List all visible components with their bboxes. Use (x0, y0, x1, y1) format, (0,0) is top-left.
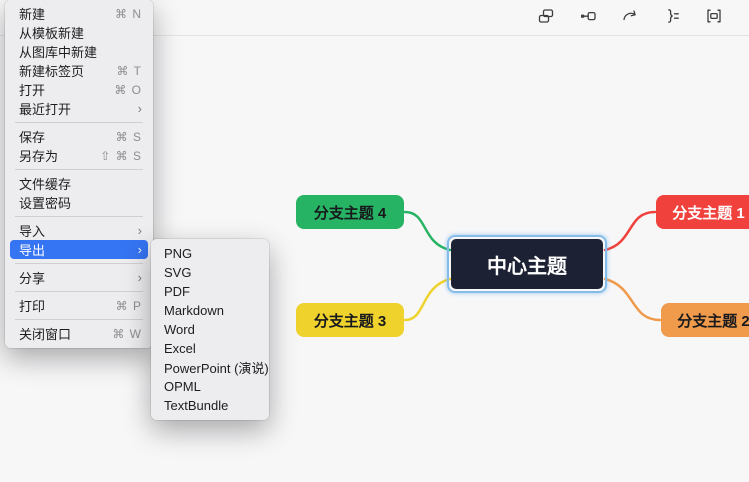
menu-item-file-cache[interactable]: 文件缓存 (19, 177, 72, 192)
menu-item-new-from-template[interactable]: 从模板新建 (19, 26, 85, 41)
branch-topic-1-label: 分支主题 1 (672, 204, 745, 222)
menu-item-new-from-gallery[interactable]: 从图库中新建 (19, 45, 98, 60)
branch-topic-1-node[interactable]: 分支主题 1 (656, 195, 749, 229)
insert-topic-icon (537, 7, 555, 28)
insert-topic-button[interactable] (537, 9, 555, 27)
branch-topic-2-node[interactable]: 分支主题 2 (661, 303, 749, 337)
menu-separator (15, 216, 143, 217)
focus-mode-button[interactable] (705, 9, 723, 27)
submenu-arrow-icon: › (137, 223, 142, 238)
insert-subtopic-icon (579, 7, 597, 28)
connector-branch-2 (603, 277, 662, 322)
submenu-arrow-icon: › (137, 242, 142, 257)
menu-item-new-tab[interactable]: 新建标签页 ⌘ T (19, 63, 142, 80)
menu-item-set-password[interactable]: 设置密码 (19, 196, 72, 211)
focus-mode-icon (705, 7, 723, 28)
menu-separator (15, 169, 143, 170)
connector-branch-3 (403, 277, 452, 322)
branch-topic-2-label: 分支主题 2 (677, 312, 749, 330)
submenu-item-word[interactable]: Word (164, 322, 195, 337)
menu-item-new[interactable]: 新建 ⌘ N (19, 6, 142, 23)
submenu-item-svg[interactable]: SVG (164, 265, 192, 280)
submenu-item-excel[interactable]: Excel (164, 341, 196, 356)
menu-item-export[interactable]: 导出 › (10, 240, 148, 259)
export-submenu: PNG SVG PDF Markdown Word Excel PowerPoi… (151, 239, 269, 420)
redo-arrow-icon (621, 7, 639, 28)
summary-icon (663, 7, 681, 28)
menu-separator (15, 122, 143, 123)
menu-separator (15, 263, 143, 264)
branch-topic-4-node[interactable]: 分支主题 4 (296, 195, 404, 229)
menu-item-print[interactable]: 打印 ⌘ P (19, 298, 142, 315)
file-menu: 新建 ⌘ N 从模板新建 从图库中新建 新建标签页 ⌘ T 打开 ⌘ O 最近打… (5, 0, 153, 348)
branch-topic-4-label: 分支主题 4 (313, 204, 387, 222)
submenu-arrow-icon: › (137, 101, 142, 116)
menu-item-import[interactable]: 导入 › (19, 223, 142, 239)
menu-item-save[interactable]: 保存 ⌘ S (19, 129, 142, 146)
submenu-item-markdown[interactable]: Markdown (164, 303, 224, 318)
submenu-item-textbundle[interactable]: TextBundle (164, 398, 229, 413)
insert-subtopic-button[interactable] (579, 9, 597, 27)
center-topic-node[interactable]: 中心主题 (451, 239, 603, 289)
connector-branch-1 (603, 210, 657, 252)
summary-button[interactable] (663, 9, 681, 27)
menu-item-open[interactable]: 打开 ⌘ O (19, 82, 142, 99)
redo-button[interactable] (621, 9, 639, 27)
submenu-item-opml[interactable]: OPML (164, 379, 201, 394)
submenu-item-png[interactable]: PNG (164, 246, 193, 261)
menu-item-share[interactable]: 分享 › (19, 270, 142, 286)
menu-separator (15, 319, 143, 320)
menu-item-close-window[interactable]: 关闭窗口 ⌘ W (19, 326, 142, 343)
submenu-item-powerpoint[interactable]: PowerPoint (演说) (164, 361, 269, 376)
menu-item-save-as[interactable]: 另存为 ⇧ ⌘ S (19, 148, 142, 165)
center-topic-label: 中心主题 (487, 255, 567, 278)
branch-topic-3-node[interactable]: 分支主题 3 (296, 303, 404, 337)
connector-branch-4 (403, 210, 452, 252)
submenu-item-pdf[interactable]: PDF (164, 284, 190, 299)
submenu-arrow-icon: › (137, 270, 142, 285)
menu-item-open-recent[interactable]: 最近打开 › (19, 101, 142, 117)
center-topic-selection: 中心主题 (447, 235, 607, 293)
branch-topic-3-label: 分支主题 3 (313, 312, 387, 330)
menu-separator (15, 291, 143, 292)
